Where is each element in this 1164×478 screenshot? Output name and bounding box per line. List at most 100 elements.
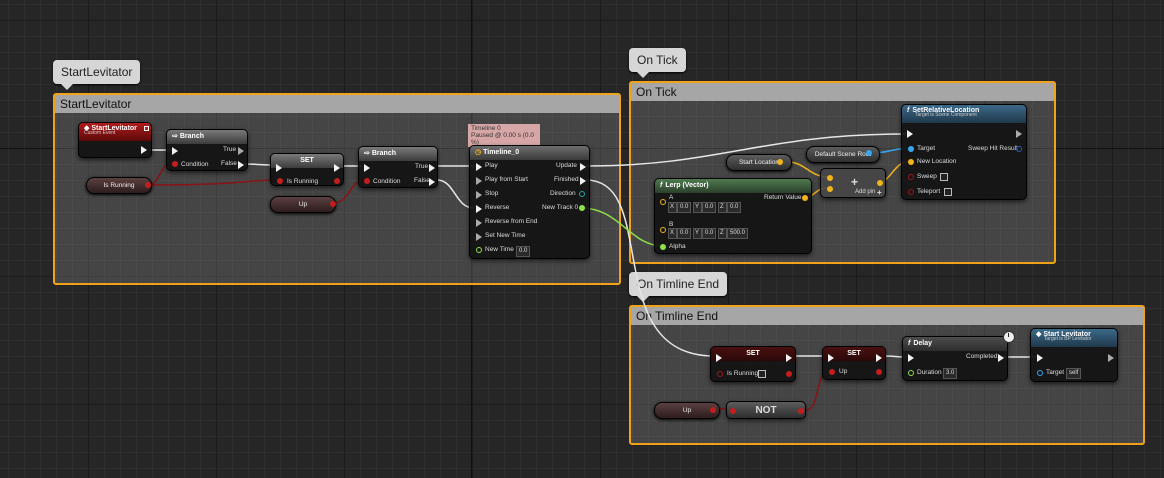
exec-out-pin[interactable] [1108,354,1114,362]
node-not-boolean[interactable]: NOT [726,401,806,419]
exec-in-pin[interactable] [276,164,282,172]
new-location-pin[interactable] [908,159,914,165]
teleport-pin[interactable] [908,189,914,195]
alpha-pin[interactable] [660,244,666,250]
direction-pin[interactable] [579,191,585,197]
is-running-checkbox[interactable] [758,370,766,378]
exec-in-pin[interactable] [907,130,913,138]
exec-out-pin[interactable] [334,164,340,172]
value-in-pin[interactable] [277,178,283,184]
value-in-pin[interactable] [829,369,835,375]
exec-play-from-start-pin[interactable] [476,177,482,185]
vector-b-pin[interactable] [660,227,666,233]
vector-a-pin[interactable] [660,199,666,205]
b-y-input[interactable]: 0.0 [702,228,717,239]
comment-bubble-end[interactable]: On Timline End [629,272,728,302]
new-track-pin[interactable] [579,205,585,211]
exec-true-pin[interactable] [429,164,435,172]
duration-input[interactable]: 3.0 [943,368,958,379]
node-add-vector[interactable]: + Add pin + [820,168,886,198]
event-delegate-pin[interactable] [144,126,149,131]
exec-play-pin[interactable] [476,163,482,171]
node-set-is-running[interactable]: SET Is Running [270,153,344,186]
node-start-levitator-call[interactable]: ◆Start Levitator Target is BP Levitator … [1030,328,1118,382]
node-title: Branch [179,133,204,140]
get-up-2[interactable]: Up [654,402,720,419]
value-out-pin[interactable] [334,178,340,184]
exec-completed-pin[interactable] [998,354,1004,362]
exec-in-pin[interactable] [172,147,178,155]
bool-out-pin[interactable] [145,182,151,188]
not-in-pin[interactable] [730,408,736,414]
get-default-scene-root[interactable]: Default Scene Root [806,146,880,163]
pin-label: Reverse [485,204,510,211]
exec-in-pin[interactable] [908,354,914,362]
get-is-running[interactable]: Is Running [86,177,152,194]
a-z-input[interactable]: 0.0 [727,202,742,213]
add-in-b-pin[interactable] [827,186,833,192]
condition-pin[interactable] [364,178,370,184]
sweep-checkbox[interactable] [940,173,948,181]
get-start-location[interactable]: Start Location [726,154,792,171]
a-y-input[interactable]: 0.0 [702,202,717,213]
target-pin[interactable] [1037,370,1043,376]
b-x-input[interactable]: 0.0 [677,228,692,239]
sweep-pin[interactable] [908,174,914,180]
exec-stop-pin[interactable] [476,191,482,199]
value-out-pin[interactable] [876,369,882,375]
teleport-checkbox[interactable] [944,188,952,196]
exec-out-pin[interactable] [1016,130,1022,138]
target-pin[interactable] [908,146,914,152]
return-value-pin[interactable] [802,195,808,201]
exec-reverse-from-end-pin[interactable] [476,219,482,227]
clock-icon: ◷ [475,149,482,156]
node-set-up[interactable]: SET Up [822,346,886,380]
get-up[interactable]: Up [270,196,336,213]
not-out-pin[interactable] [798,408,804,414]
node-timeline[interactable]: ◷Timeline_0 Play Play from Start Stop Re… [469,145,590,259]
comment-bubble-tick[interactable]: On Tick [629,48,686,78]
exec-false-pin[interactable] [238,161,244,169]
exec-update-pin[interactable] [580,163,586,171]
exec-in-pin[interactable] [1037,354,1043,362]
exec-in-pin[interactable] [716,354,722,362]
vector-out-pin[interactable] [777,159,783,165]
new-time-pin[interactable] [476,247,482,253]
a-x-input[interactable]: 0.0 [677,202,692,213]
node-custom-event[interactable]: ◆StartLevitator Custom Event [78,122,152,158]
duration-pin[interactable] [908,370,914,376]
new-time-input[interactable]: 0.0 [516,246,531,257]
node-branch-2[interactable]: ⇨Branch Condition True False [358,146,438,188]
add-pin-plus-icon[interactable]: + [877,188,882,197]
comment-bubble-start[interactable]: StartLevitator [53,60,141,90]
condition-pin[interactable] [172,161,178,167]
add-pin-button[interactable]: Add pin [855,189,876,195]
value-in-pin[interactable] [717,371,723,377]
exec-true-pin[interactable] [238,147,244,155]
bool-out-pin[interactable] [330,201,336,207]
node-set-is-running-2[interactable]: SET Is Running [710,346,796,382]
exec-in-pin[interactable] [364,164,370,172]
exec-set-new-time-pin[interactable] [476,233,482,241]
object-out-pin[interactable] [866,150,872,156]
status-line: Timeline 0 [471,125,501,132]
b-z-input[interactable]: 500.0 [727,228,749,239]
exec-out-pin[interactable] [876,354,882,362]
pin-label: Sweep Hit Result [968,145,1018,152]
exec-out-pin[interactable] [141,146,147,154]
exec-finished-pin[interactable] [580,177,586,185]
sweep-hit-result-pin[interactable] [1016,146,1022,152]
node-branch-1[interactable]: ⇨Branch Condition True False [166,129,248,171]
value-out-pin[interactable] [786,371,792,377]
add-in-a-pin[interactable] [827,175,833,181]
exec-in-pin[interactable] [828,354,834,362]
bool-out-pin[interactable] [710,407,716,413]
exec-out-pin[interactable] [786,354,792,362]
exec-reverse-pin[interactable] [476,205,482,213]
exec-false-pin[interactable] [429,178,435,186]
target-self-input[interactable]: self [1066,368,1082,379]
add-out-pin[interactable] [877,180,883,186]
